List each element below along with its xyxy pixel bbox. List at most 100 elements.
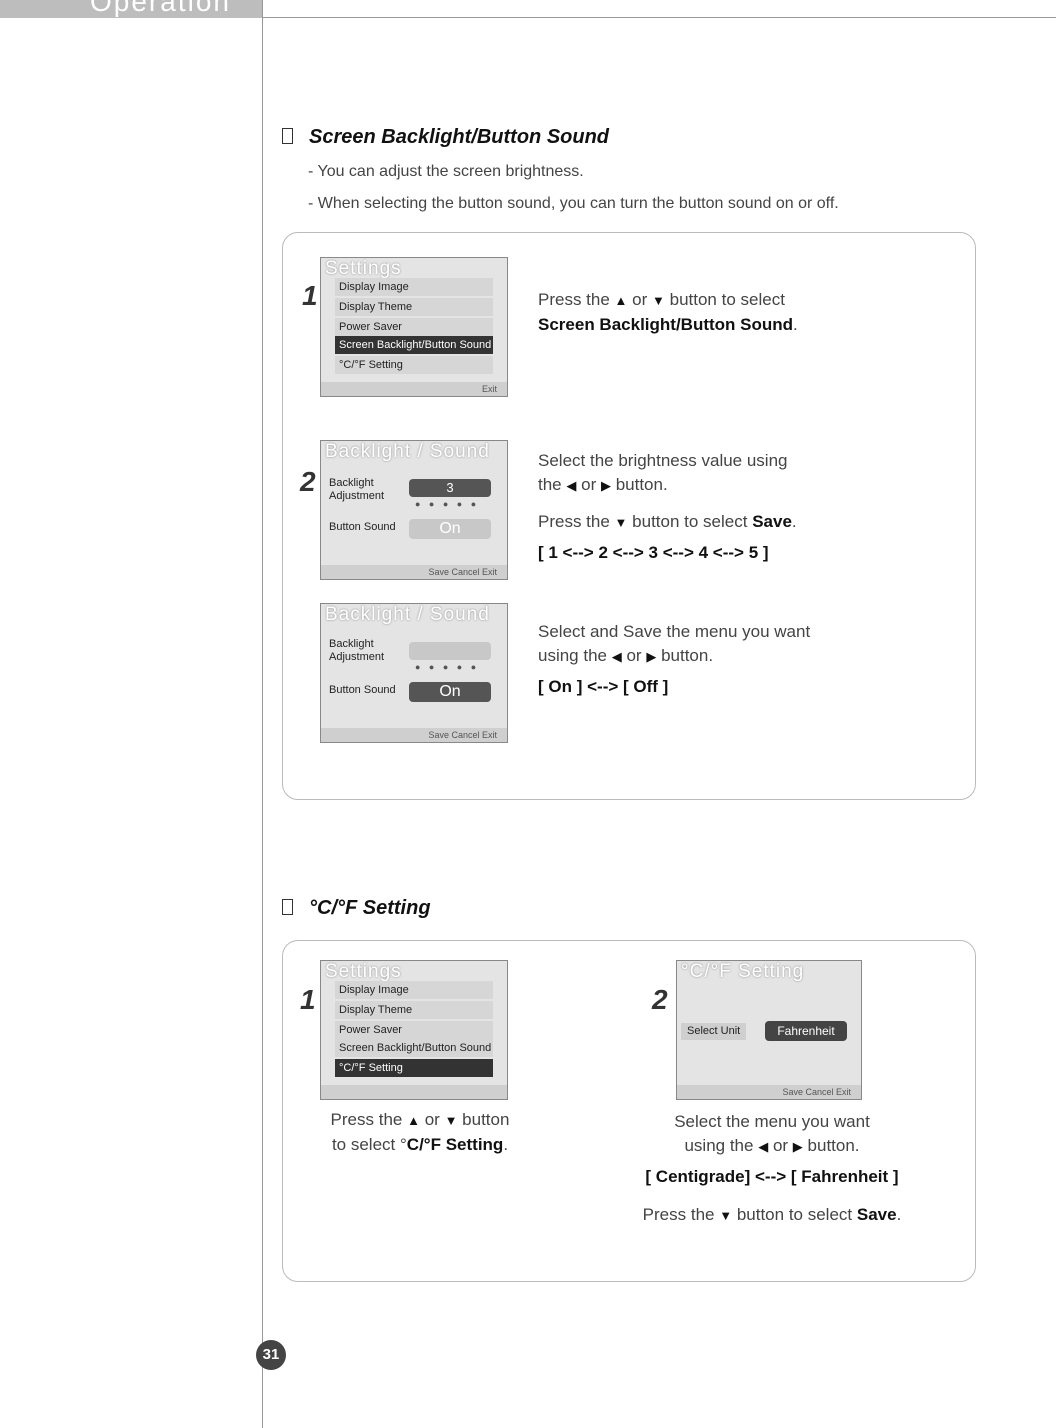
s1-step2-line1: Select the brightness value using <box>538 451 788 470</box>
text: or <box>581 475 597 494</box>
screen-footer: Save Cancel Exit <box>321 728 507 742</box>
text: button. <box>615 475 668 494</box>
down-triangle-icon: ▼ <box>444 1113 458 1128</box>
s2-step1-number: 1 <box>300 984 316 1015</box>
page-number-badge: 31 <box>256 1340 286 1370</box>
screen-title: Settings <box>325 961 402 982</box>
bold-text: Screen Backlight/Button Sound <box>538 315 794 334</box>
s2-step2-line2: using the ◀ or ▶ button. <box>596 1134 948 1159</box>
button-sound-label: Button Sound <box>329 521 396 533</box>
s2-step1-screen: Settings Display Image Display Theme Pow… <box>320 960 508 1100</box>
text: or <box>632 290 648 309</box>
text: button to select <box>669 290 785 309</box>
s2-step1-line1: Press the ▲ or ▼ button <box>300 1108 540 1133</box>
text: . <box>791 512 797 531</box>
screen-footer: Save Cancel Exit <box>677 1085 861 1099</box>
text: or <box>626 646 642 665</box>
screen-menu-item-selected: °C/°F Setting <box>335 1059 493 1077</box>
s1-step1-line2: Screen Backlight/Button Sound. <box>538 313 798 337</box>
header-rule <box>262 17 1056 18</box>
screen-menu-item: °C/°F Setting <box>335 356 493 374</box>
text: Press the <box>538 512 610 531</box>
text: . <box>503 1135 509 1154</box>
button-sound-value: On <box>409 519 491 539</box>
level-dots: ● ● ● ● ● <box>415 662 480 672</box>
bold-text: Save <box>856 1205 897 1224</box>
down-triangle-icon: ▼ <box>614 515 628 530</box>
text: using the <box>684 1136 754 1155</box>
section2-title-text: °C/°F Setting <box>309 897 431 919</box>
button-sound-value: On <box>409 682 491 702</box>
s1-step2-line4: [ 1 <--> 2 <--> 3 <--> 4 <--> 5 ] <box>538 543 769 562</box>
select-unit-label: Select Unit <box>681 1023 747 1040</box>
text: button to select <box>736 1205 853 1224</box>
screen-menu-item: Display Image <box>335 981 493 999</box>
margin-rule <box>262 0 263 1428</box>
text: button. <box>807 1136 860 1155</box>
s1-step2-instructions: Select the brightness value using the ◀ … <box>538 449 797 565</box>
text: Press the <box>642 1205 715 1224</box>
checkbox-square-icon <box>282 128 293 144</box>
text: button. <box>661 646 714 665</box>
s2-step1-instructions: Press the ▲ or ▼ button to select °C/°F … <box>300 1108 540 1157</box>
bold-text: Save <box>752 512 792 531</box>
s1-step2-screen: Backlight / Sound Backlight Adjustment 3… <box>320 440 508 580</box>
down-triangle-icon: ▼ <box>652 293 665 308</box>
text: using the <box>538 646 607 665</box>
screen-title: Backlight / Sound <box>325 604 490 625</box>
section1-desc1: - You can adjust the screen brightness. <box>308 163 584 180</box>
up-triangle-icon: ▲ <box>407 1113 420 1128</box>
checkbox-square-icon <box>282 899 293 915</box>
s2-step2-instructions: Select the menu you want using the ◀ or … <box>596 1110 948 1228</box>
s1-step3-instructions: Select and Save the menu you want using … <box>538 620 810 699</box>
text: Press the <box>330 1110 403 1129</box>
screen-menu-item: Screen Backlight/Button Sound <box>335 1039 493 1057</box>
section1-title: Screen Backlight/Button Sound <box>282 126 609 149</box>
s2-step2-screen: °C/°F Setting Select Unit Fahrenheit Sav… <box>676 960 862 1100</box>
s1-step2-number: 2 <box>300 466 316 497</box>
s1-step2-line2: the ◀ or ▶ button. <box>538 473 797 498</box>
screen-menu-item: Display Image <box>335 278 493 296</box>
text: . <box>896 1205 902 1224</box>
s2-step2-line4: Press the ▼ button to select Save. <box>596 1203 948 1228</box>
right-triangle-icon: ▶ <box>646 649 657 664</box>
left-triangle-icon: ◀ <box>758 1139 769 1154</box>
bold-text: C/°F Setting <box>406 1135 504 1154</box>
text: button <box>462 1110 510 1129</box>
screen-footer: Exit <box>321 382 507 396</box>
header-tab-text: Operation <box>90 0 231 17</box>
screen-footer: Save Cancel Exit <box>321 565 507 579</box>
s1-step3-line3: [ On ] <--> [ Off ] <box>538 677 669 696</box>
s2-step2-number: 2 <box>652 984 668 1015</box>
left-triangle-icon: ◀ <box>566 478 577 493</box>
s2-step2-line3: [ Centigrade] <--> [ Fahrenheit ] <box>645 1167 899 1186</box>
left-triangle-icon: ◀ <box>611 649 622 664</box>
screen-menu-item: Display Theme <box>335 1001 493 1019</box>
screen-menu-item-selected: Screen Backlight/Button Sound <box>335 336 493 354</box>
text: or <box>424 1110 440 1129</box>
screen-menu-item: Power Saver <box>335 1021 493 1039</box>
unit-value: Fahrenheit <box>765 1021 847 1041</box>
screen-footer <box>321 1085 507 1099</box>
section1-desc2: - When selecting the button sound, you c… <box>308 195 839 212</box>
text: to select ° <box>331 1135 407 1154</box>
up-triangle-icon: ▲ <box>614 293 628 308</box>
button-sound-label: Button Sound <box>329 684 396 696</box>
s1-step1-number: 1 <box>302 280 318 311</box>
screen-menu-item: Power Saver <box>335 318 493 336</box>
text: the <box>538 475 562 494</box>
right-triangle-icon: ▶ <box>792 1139 803 1154</box>
level-dots: ● ● ● ● ● <box>415 499 480 509</box>
screen-title: Settings <box>325 258 402 279</box>
section2-title: °C/°F Setting <box>282 897 431 920</box>
text: . <box>793 315 798 334</box>
s1-step1-screen: Settings Display Image Display Theme Pow… <box>320 257 508 397</box>
s2-step1-line2: to select °C/°F Setting. <box>300 1133 540 1157</box>
section1-title-text: Screen Backlight/Button Sound <box>309 126 610 148</box>
text: button to select <box>632 512 748 531</box>
backlight-label: Backlight Adjustment <box>329 638 385 663</box>
s1-step3-line1: Select and Save the menu you want <box>538 622 811 641</box>
backlight-bar <box>409 642 491 660</box>
screen-title: °C/°F Setting <box>681 961 805 982</box>
s1-step1-line1: Press the ▲ or ▼ button to select <box>538 288 798 313</box>
